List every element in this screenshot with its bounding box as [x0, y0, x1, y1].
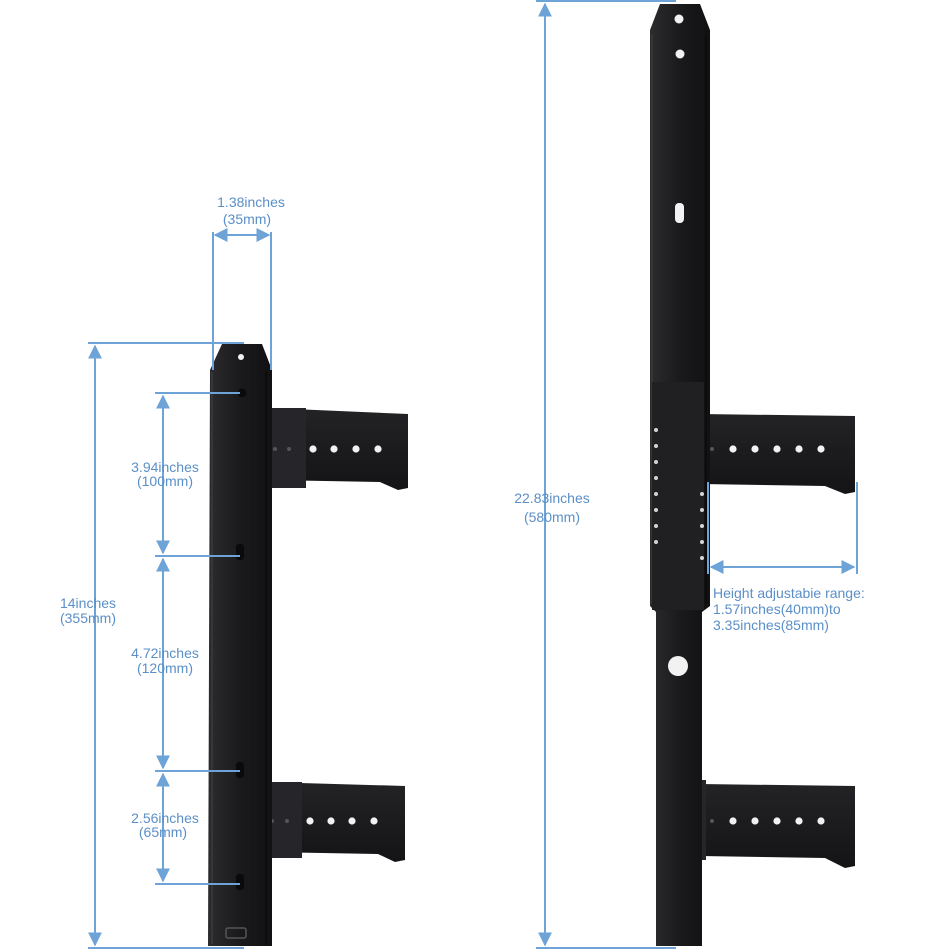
spacing-top-label-line1: 3.94inches [131, 459, 199, 475]
spacing-bottom-label-line1: 2.56inches [131, 810, 199, 826]
left-vertical-bar [208, 344, 272, 946]
adjust-label-line2: 1.57inches(40mm)to [713, 601, 841, 617]
right-height-label-line1: 22.83inches [514, 490, 590, 506]
left-width-label-line2: (35mm) [223, 211, 271, 227]
dimension-lines [88, 0, 858, 949]
left-width-label-line1: 1.38inches [217, 194, 285, 210]
spacing-bottom-label-line2: (65mm) [139, 824, 187, 840]
right-bracket [650, 4, 855, 946]
right-height-label-line2: (580mm) [524, 509, 580, 525]
right-vertical-bar [650, 4, 710, 946]
left-upper-arm [268, 408, 408, 490]
spacing-mid-label-line1: 4.72inches [131, 645, 199, 661]
adjustment-holes [654, 428, 704, 560]
spacing-mid-label-line2: (120mm) [137, 660, 193, 676]
spacing-top-label-line2: (100mm) [137, 473, 193, 489]
adjust-label-line3: 3.35inches(85mm) [713, 617, 829, 633]
dimension-labels: 1.38inches (35mm) 14inches (355mm) 3.94i… [60, 194, 865, 840]
left-height-label-line1: 14inches [60, 595, 116, 611]
adjust-label-line1: Height adjustabie range: [713, 585, 865, 601]
left-bracket [208, 344, 408, 946]
left-lower-arm [264, 782, 405, 862]
left-height-label-line2: (355mm) [60, 610, 116, 626]
